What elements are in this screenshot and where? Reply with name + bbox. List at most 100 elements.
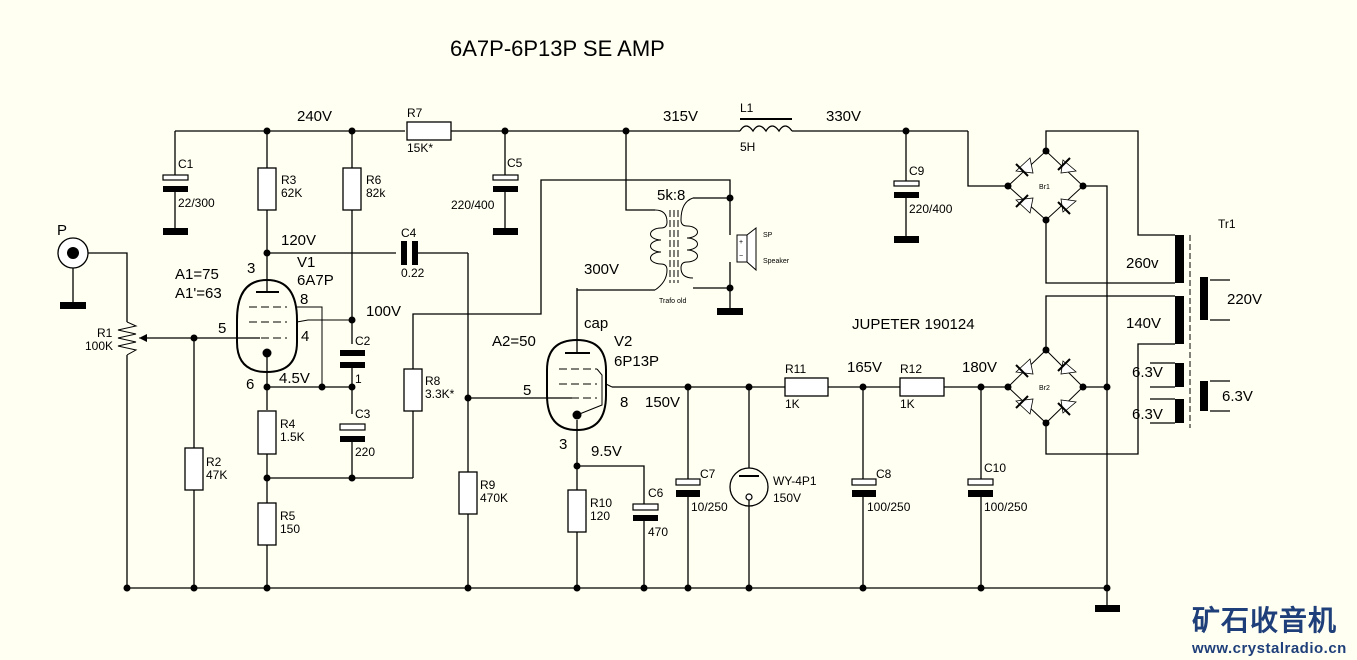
bridge-rectifier-br2	[1007, 349, 1084, 424]
r8-value: 3.3K*	[425, 387, 455, 401]
voltage-180v: 180V	[962, 359, 997, 376]
r7-value: 15K*	[407, 141, 433, 155]
v1-pin-g2: 8	[300, 291, 308, 308]
capacitor-c8	[851, 478, 877, 497]
r4-ref: R4	[280, 417, 296, 431]
tr1-heater-2: 6.3V	[1132, 406, 1163, 423]
watermark-url[interactable]: www.crystalradio.cn	[1191, 640, 1347, 657]
v2-pin-cathode: 3	[559, 436, 567, 453]
v1-pin-g3: 4	[301, 328, 309, 345]
ot-name: Trafo old	[659, 298, 686, 305]
c9-ref: C9	[909, 164, 925, 178]
r3-value: 62K	[281, 186, 302, 200]
c8-ref: C8	[876, 467, 892, 481]
voltage-330v: 330V	[826, 108, 861, 125]
resistor-r9	[458, 471, 478, 515]
resistor-r8	[403, 368, 423, 412]
br1-label: Br1	[1039, 184, 1050, 191]
v1-pin-cathode: 6	[246, 376, 254, 393]
c4-value: 0.22	[401, 266, 425, 280]
r2-value: 47K	[206, 468, 227, 482]
speaker-name: Speaker	[763, 258, 790, 265]
tr1-primary: 220V	[1227, 291, 1262, 308]
voltage-100v: 100V	[366, 303, 401, 320]
resistor-r11	[784, 377, 829, 397]
ground-symbols	[60, 228, 1120, 612]
v2-pin-grid: 5	[523, 382, 531, 399]
wy4p1-ref: WY-4P1	[773, 474, 817, 488]
v2-cap: cap	[584, 315, 608, 332]
power-transformer-tr1	[1175, 235, 1208, 428]
r10-value: 120	[590, 509, 610, 523]
capacitor-c3	[339, 423, 366, 442]
r9-ref: R9	[480, 478, 496, 492]
r1-ref: R1	[97, 326, 113, 340]
output-transformer	[650, 197, 698, 291]
v1-type: 6A7P	[297, 272, 334, 289]
tr1-heater-out: 6.3V	[1222, 388, 1253, 405]
capacitor-c5	[492, 174, 519, 192]
r12-ref: R12	[900, 362, 922, 376]
capacitor-c4	[401, 241, 418, 265]
r3-ref: R3	[281, 173, 297, 187]
r10-ref: R10	[590, 496, 612, 510]
c5-value: 220/400	[451, 198, 495, 212]
capacitor-c9	[893, 180, 920, 198]
tr1-secondary-hv: 260v	[1126, 255, 1159, 272]
bridge-rectifier-br1	[1007, 150, 1084, 221]
r4-value: 1.5K	[280, 430, 305, 444]
c10-ref: C10	[984, 461, 1006, 475]
tube-v2	[546, 335, 613, 432]
r6-value: 82k	[366, 186, 386, 200]
author-note: JUPETER 190124	[852, 316, 975, 333]
regulator-tube-wy4p1	[729, 467, 769, 507]
r6-ref: R6	[366, 173, 382, 187]
r9-value: 470K	[480, 491, 508, 505]
speaker-ref: SP	[763, 232, 773, 239]
voltage-4-5v: 4.5V	[279, 370, 310, 387]
v1-pin-g1: 5	[218, 320, 226, 337]
c9-value: 220/400	[909, 202, 953, 216]
resistor-r12	[899, 377, 945, 397]
speaker-icon	[736, 226, 757, 272]
resistor-r2	[184, 447, 204, 491]
c6-value: 470	[648, 525, 668, 539]
tr1-ref: Tr1	[1218, 217, 1236, 231]
v2-pin-screen: 8	[620, 394, 628, 411]
c1-value: 22/300	[178, 196, 215, 210]
c8-value: 100/250	[867, 500, 911, 514]
resistor-r3	[257, 167, 277, 211]
tr1-secondary-bias: 140V	[1126, 315, 1161, 332]
c1-ref: C1	[178, 157, 194, 171]
gain-a1: A1=75	[175, 266, 219, 283]
c4-ref: C4	[401, 226, 417, 240]
v2-type: 6P13P	[614, 353, 659, 370]
input-jack[interactable]	[57, 237, 89, 269]
voltage-240v: 240V	[297, 108, 332, 125]
voltage-315v: 315V	[663, 108, 698, 125]
r5-ref: R5	[280, 509, 296, 523]
l1-value: 5H	[740, 140, 755, 154]
tube-v1	[236, 277, 298, 374]
c10-value: 100/250	[984, 500, 1028, 514]
br2-label: Br2	[1039, 385, 1050, 392]
resistor-r7	[406, 121, 452, 141]
voltage-9-5v: 9.5V	[591, 443, 622, 460]
capacitor-c10	[967, 478, 994, 497]
v1-pin-anode: 3	[247, 260, 255, 277]
r11-value: 1K	[785, 397, 800, 411]
v1-ref: V1	[297, 254, 315, 271]
inductor-l1	[739, 118, 793, 133]
c7-value: 10/250	[691, 500, 728, 514]
r12-value: 1K	[900, 397, 915, 411]
voltage-120v: 120V	[281, 232, 316, 249]
c6-ref: C6	[648, 486, 664, 500]
capacitor-c2	[340, 350, 365, 368]
c3-value: 220	[355, 445, 375, 459]
input-label: P	[57, 222, 67, 239]
tr1-heater-1: 6.3V	[1132, 364, 1163, 381]
resistor-r4	[257, 410, 277, 455]
wires	[72, 130, 1230, 605]
potentiometer-r1[interactable]	[117, 321, 147, 356]
r5-value: 150	[280, 522, 300, 536]
